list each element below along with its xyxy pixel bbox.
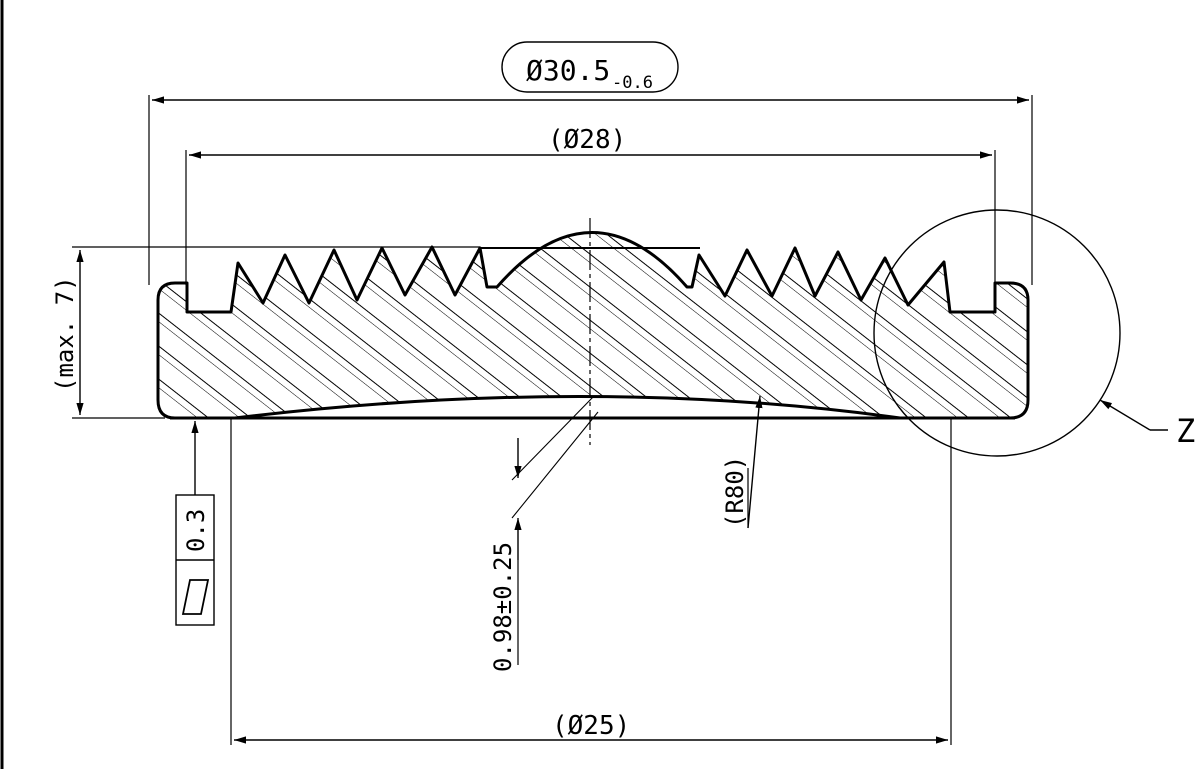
dim-ref-28: (Ø28) — [548, 125, 626, 155]
dimension-height — [72, 246, 480, 419]
dimension-outer-diameter — [148, 41, 1033, 285]
flatness-callout — [175, 421, 215, 626]
detail-label: Z — [1176, 412, 1195, 450]
dim-depth: 0.98±0.25 — [489, 542, 517, 672]
dim-ref-25: (Ø25) — [552, 711, 630, 741]
dim-radius: (R80) — [721, 456, 749, 528]
dim-outer-diameter: Ø30.5 — [526, 54, 610, 87]
dim-outer-tolerance: -0.6 — [612, 73, 653, 93]
dimension-ref-28 — [185, 150, 996, 285]
dimension-ref-25 — [230, 418, 952, 745]
flatness-value: 0.3 — [182, 509, 210, 552]
dimension-depth — [511, 395, 599, 665]
detail-circle-z — [873, 209, 1168, 457]
dim-height: (max. 7) — [51, 276, 79, 392]
flatness-symbol-icon — [181, 579, 210, 615]
dimension-radius — [747, 395, 763, 529]
